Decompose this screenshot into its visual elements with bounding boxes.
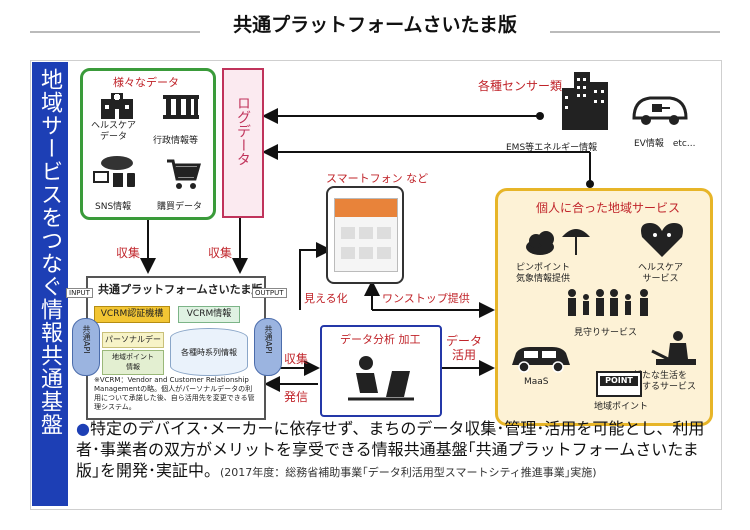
vcrm-org-tag: VCRM認証機構 [94,306,170,323]
service-maas: MaaS [524,377,549,387]
platform-title: 共通プラットフォームさいたま版 [98,283,263,296]
ems-label: EMS等エネルギー情報 [506,143,598,153]
hospital-icon [101,93,133,119]
api-left-label: 共通API [82,325,91,354]
screen-tile [377,247,391,259]
shopping-cart-icon [167,159,201,189]
service-watch: 見守りサービス [574,328,638,338]
service-new-life: 新たな生活を 支援するサービス [624,371,697,392]
time-series-cylinder: 各種時系列情報 [170,328,248,376]
sensors-title: 各種センサー類 [478,79,563,93]
title-rule-left [30,31,200,33]
send-label: 発信 [284,390,309,404]
data-source-government: 行政情報等 [153,136,199,146]
life-support-icon [651,331,696,365]
family-icon [568,289,648,316]
smartphone-screen [334,198,398,272]
vertical-banner: 地域サービスをつなぐ情報共通基盤 [32,62,68,506]
data-sources-title: 様々なデータ [113,76,179,89]
smartphone-label: スマートフォン など [326,172,429,185]
analyst-icon [348,356,414,401]
collect-label-3: 収集 [284,352,309,366]
data-source-sns: SNS情報 [95,202,132,212]
vcrm-info-tag: VCRM情報 [178,306,240,323]
visualize-label: 見える化 [304,292,348,305]
personal-services-title: 個人に合った地域サービス [536,201,681,215]
title-rule-right [550,31,720,33]
screen-banner [335,199,397,217]
log-data-box: ログデータ [222,68,264,218]
analysis-title: データ分析 加工 [340,333,421,346]
ev-car-icon [632,96,688,125]
screen-tile [341,247,355,259]
page-title: 共通プラットフォームさいたま版 [233,14,517,36]
arrow-sensor-dot [536,112,544,120]
time-series-label: 各種時系列情報 [181,348,237,357]
analysis-box: データ分析 加工 [320,325,442,417]
description: ●特定のデバイス･メーカーに依存せず、まちのデータ収集･管理･活用を可能とし、利… [76,418,716,483]
data-use-label: データ 活用 [446,334,483,362]
personal-services-box: 個人に合った地域サービス ピンポイント 気象情報提供 ヘルスケア サービス 見守… [495,188,713,426]
log-data-label: ログデータ [235,96,251,166]
collect-label-1: 収集 [116,246,141,260]
point-card-text: POINT [600,376,638,386]
arrow-visualize [299,242,332,310]
data-sources-box: 様々なデータ ヘルスケア データ 行政情報等 SNS情報 購買データ [80,68,216,220]
platform-input: INPUT [66,288,93,298]
platform-box: 共通プラットフォームさいたま版 INPUT OUTPUT VCRM認証機構 VC… [66,276,287,420]
personal-data-cell: パーソナルデータ [102,332,164,358]
api-left-pill: 共通API [72,318,100,376]
heart-face-icon [641,223,683,257]
screen-tile [377,227,391,239]
weather-icon [526,229,590,255]
one-stop-label: ワンストップ提供 [382,292,470,305]
service-local-point: 地域ポイント [594,402,649,412]
buildings-icon [562,72,608,130]
local-point-cell: 地域ポイント 情報 [102,350,164,375]
data-source-purchase: 購買データ [157,202,203,212]
vcrm-note: ※VCRM：Vendor and Customer Relationship M… [94,376,255,411]
data-source-healthcare: ヘルスケア データ [91,121,137,142]
description-note: (2017年度：総務省補助事業｢データ利活用型スマートシティ推進事業｣実施) [220,466,597,479]
smartphone-device [326,186,404,284]
sns-devices-icon [93,156,135,187]
api-right-label: 共通API [264,325,273,354]
platform-output: OUTPUT [252,288,287,298]
point-card-icon: POINT [596,371,642,397]
api-right-pill: 共通API [254,318,282,376]
banner-text: 地域サービスをつなぐ情報共通基盤 [37,68,62,436]
car-icon [512,347,570,373]
service-weather: ピンポイント 気象情報提供 [516,263,571,284]
screen-tile [359,247,373,259]
ev-label: EV情報 etc... [634,139,696,149]
service-healthcare: ヘルスケア サービス [638,263,684,284]
government-building-icon [163,95,199,119]
description-text: 特定のデバイス･メーカーに依存せず、まちのデータ収集･管理･活用を可能とし、利用… [76,419,705,480]
screen-tile [341,227,355,239]
screen-tile [359,227,373,239]
collect-label-2: 収集 [208,246,233,260]
description-bullet: ● [76,419,90,438]
arrow-ev-dot [586,180,594,188]
